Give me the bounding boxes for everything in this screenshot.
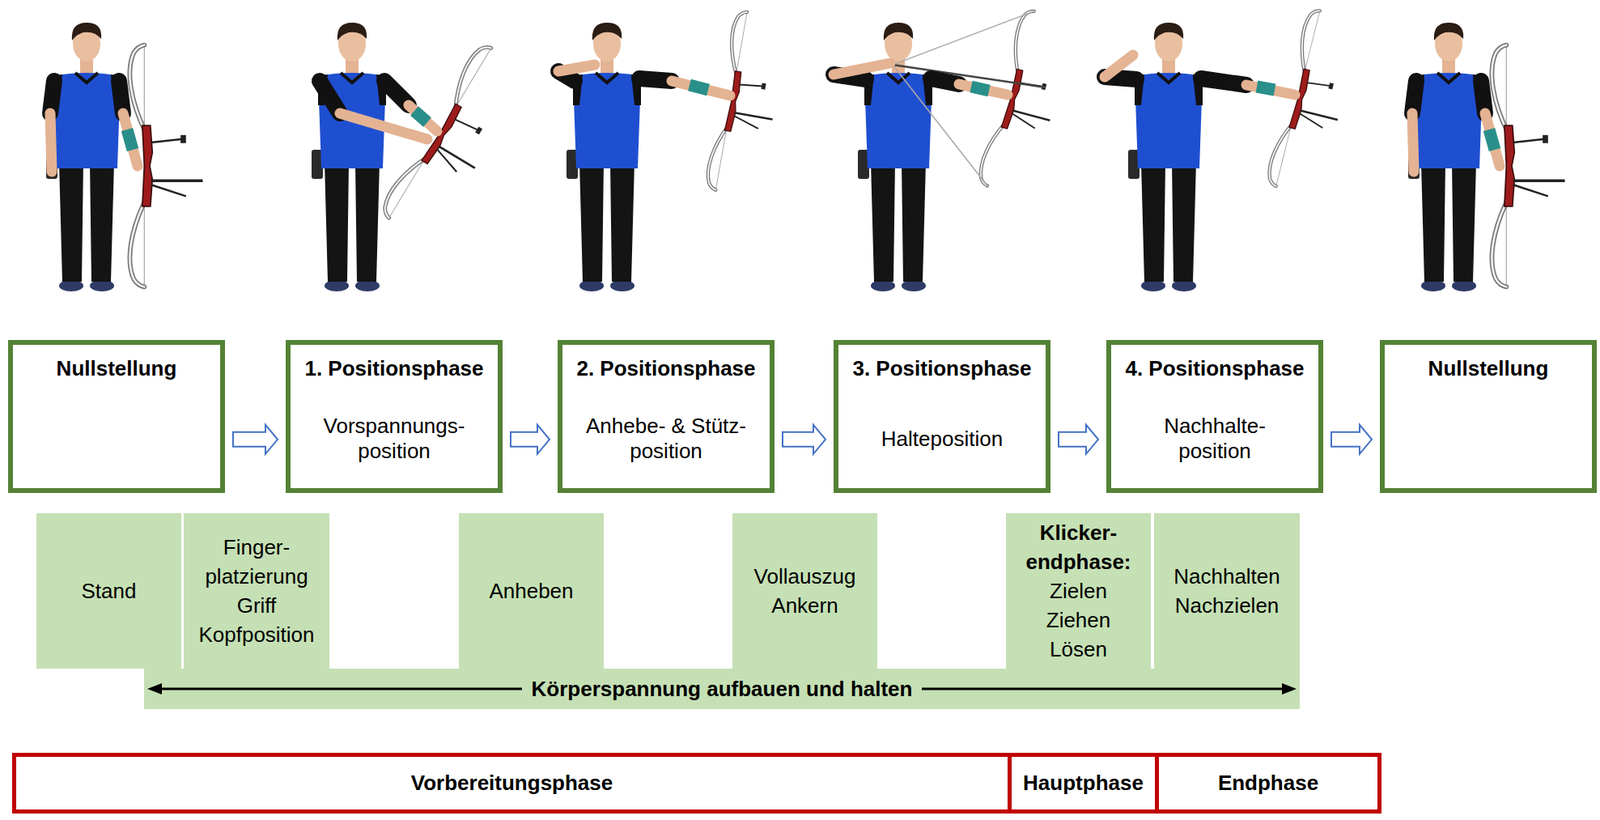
step-label: Nachzielen xyxy=(1160,590,1294,620)
illustration-part xyxy=(689,84,709,90)
illustration-part xyxy=(892,11,1035,187)
illustration-part xyxy=(971,86,989,91)
step-box: NachhaltenNachzielen xyxy=(1154,513,1300,669)
phase-heading: Nullstellung xyxy=(12,344,221,382)
step-label: Anheben xyxy=(465,576,598,606)
band-label: Körperspannung aufbauen und halten xyxy=(522,675,923,702)
illustration-part xyxy=(1104,55,1134,77)
step-label: Ankern xyxy=(738,590,871,620)
illustration-part xyxy=(1491,45,1565,288)
illustration-part xyxy=(414,110,428,123)
step-box: Stand xyxy=(36,513,182,669)
arrow-head xyxy=(147,683,162,695)
step-label: Vollauszug xyxy=(738,561,871,591)
illustration-part xyxy=(1491,45,1565,288)
archer-figure xyxy=(558,10,790,292)
illustration-part xyxy=(671,80,730,96)
illustration-part xyxy=(1489,129,1495,150)
step-label: Kopfposition xyxy=(190,619,323,650)
step-label: Nachhalten xyxy=(1160,561,1294,591)
step-heading: Klicker- endphase: xyxy=(1012,517,1145,577)
block-arrow xyxy=(1058,424,1099,455)
step-box: VollauszugAnkern xyxy=(732,513,878,669)
block-arrow xyxy=(510,424,550,455)
arrow-head xyxy=(1281,683,1297,695)
illustration-part xyxy=(408,105,438,132)
step-label: Stand xyxy=(42,576,175,606)
step-label: Griff xyxy=(190,590,323,620)
phase-heading: 4. Positionsphase xyxy=(1111,344,1319,382)
archer-figure xyxy=(311,22,533,292)
illustration-part xyxy=(1246,84,1295,95)
step-label: Lösen xyxy=(1012,634,1145,664)
illustration-part xyxy=(1128,22,1203,292)
step-label: Finger- platzierung xyxy=(190,532,323,591)
archer-figure xyxy=(46,22,204,292)
illustration-part xyxy=(46,22,121,292)
phase-heading: 1. Positionsphase xyxy=(290,344,498,382)
phase-heading: 3. Positionsphase xyxy=(838,344,1046,382)
phase-bar-label: Hauptphase xyxy=(1022,770,1144,796)
phase-box: 1. PositionsphaseVorspannungs- position xyxy=(285,339,503,493)
phase-bar-label: Vorbereitungsphase xyxy=(411,770,613,796)
illustration-part xyxy=(1256,86,1275,90)
archer-figure xyxy=(833,8,1077,292)
illustration-part xyxy=(378,42,532,243)
step-label: Zielen xyxy=(1012,576,1145,606)
illustration-part xyxy=(1408,22,1483,292)
phase-label: Anhebe- & Stütz- position xyxy=(562,398,770,471)
illustration-part xyxy=(129,45,203,288)
illustration-part xyxy=(1201,78,1247,85)
phase-box: Nullstellung xyxy=(1379,339,1597,493)
main-phase-bar: Hauptphase xyxy=(1007,752,1159,814)
phase-label: Halteposition xyxy=(838,411,1046,459)
phase-box: 4. PositionsphaseNachhalte- position xyxy=(1106,339,1324,493)
illustration-part xyxy=(558,64,595,72)
phase-heading: 2. Positionsphase xyxy=(562,344,770,382)
block-arrow xyxy=(782,424,826,455)
illustration-part xyxy=(1265,8,1363,197)
phase-heading: Nullstellung xyxy=(1384,344,1592,382)
phase-label: Vorspannungs- position xyxy=(290,398,498,471)
illustration-part xyxy=(1412,113,1414,172)
illustration-part xyxy=(704,10,790,198)
illustration-part xyxy=(976,8,1077,197)
step-label: Ziehen xyxy=(1012,605,1145,635)
illustration-part xyxy=(378,42,532,243)
main-phase-bar: Endphase xyxy=(1154,752,1382,814)
illustration-part xyxy=(976,8,1077,197)
main-phase-bar: Vorbereitungsphase xyxy=(12,752,1012,814)
phase-box: 3. PositionsphaseHalteposition xyxy=(833,339,1051,493)
illustration-part xyxy=(319,80,340,114)
block-arrow xyxy=(1331,424,1372,455)
step-box: Klicker- endphase:ZielenZiehenLösen xyxy=(1005,513,1151,669)
illustration-part xyxy=(50,113,52,172)
phase-box: Nullstellung xyxy=(8,339,225,493)
illustration-part xyxy=(833,63,891,75)
block-arrow xyxy=(233,424,278,455)
step-box: Anheben xyxy=(458,513,604,669)
illustration-part xyxy=(123,113,138,166)
phase-label: Nachhalte- position xyxy=(1111,398,1319,471)
double-arrow-line xyxy=(158,687,1286,691)
phase-box: 2. PositionsphaseAnhebe- & Stütz- positi… xyxy=(557,339,775,493)
illustration-part xyxy=(311,22,387,292)
archer-figure xyxy=(1408,22,1566,292)
archer-figure xyxy=(1104,8,1363,292)
illustration-part xyxy=(127,129,133,150)
illustration-part xyxy=(1265,8,1363,197)
phase-bar-label: Endphase xyxy=(1218,770,1319,796)
illustration-part xyxy=(959,84,1008,95)
step-box: Finger- platzierungGriffKopfposition xyxy=(183,513,330,669)
illustration-part xyxy=(1485,113,1500,166)
illustration-part xyxy=(129,45,203,288)
illustration-part xyxy=(704,10,790,198)
